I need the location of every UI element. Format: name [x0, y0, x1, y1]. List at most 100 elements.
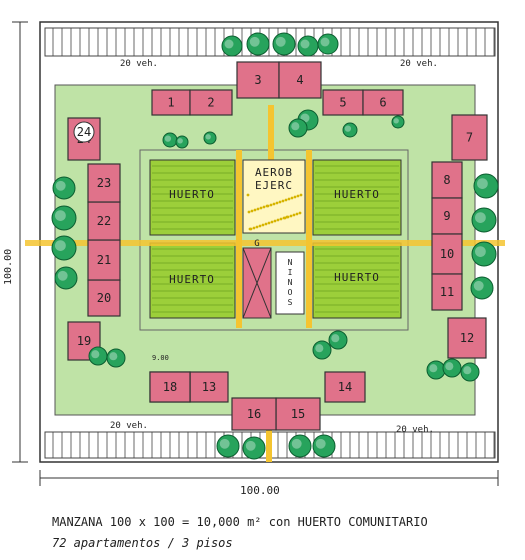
- apartment-block: [322, 89, 364, 116]
- plaza-dot: [295, 212, 299, 216]
- tree-canopy: [106, 348, 126, 368]
- apartment-block: [451, 114, 488, 161]
- tree-canopy: [471, 241, 497, 267]
- plaza-dot: [289, 214, 293, 218]
- tree-canopy: [288, 118, 308, 138]
- garden-label-sw: HUERTO: [169, 273, 215, 286]
- tree-highlight: [55, 180, 66, 191]
- apartment-block: [275, 397, 321, 431]
- tree-highlight: [315, 438, 326, 449]
- block-24-number: 24: [77, 125, 91, 139]
- plaza-dot: [287, 197, 291, 201]
- block-number: 5: [339, 96, 346, 110]
- plaza-dot: [275, 201, 279, 205]
- tree-highlight: [205, 134, 211, 140]
- tree-canopy: [470, 276, 494, 300]
- tree-highlight: [109, 352, 118, 361]
- aerobic-label: AEROB: [255, 166, 293, 179]
- tree-highlight: [249, 36, 260, 47]
- stair-label: G: [254, 239, 259, 249]
- parking-label-sw: 20 veh.: [110, 421, 148, 431]
- kids-letter-4: O: [288, 288, 293, 297]
- garden-rows: [152, 165, 399, 313]
- tree-canopy: [471, 207, 497, 233]
- tree-highlight: [219, 438, 230, 449]
- tree-highlight: [91, 350, 100, 359]
- plaza-dot: [250, 209, 254, 213]
- plaza-dots: [246, 193, 303, 231]
- plaza-dot: [267, 221, 271, 225]
- apartment-block: [87, 201, 121, 241]
- block-number: 16: [247, 407, 261, 421]
- tree-canopy: [342, 122, 358, 138]
- parking-label-ne: 20 veh.: [400, 59, 438, 69]
- kids-letter-2: I: [288, 268, 293, 277]
- tree-canopy: [288, 434, 312, 458]
- tree-canopy: [317, 33, 339, 55]
- plaza-dot: [272, 202, 276, 206]
- parking-label-se: 20 veh.: [396, 425, 434, 435]
- apartment-block: [431, 197, 463, 235]
- block-number: 8: [443, 173, 450, 187]
- tree-highlight: [331, 334, 340, 343]
- apartment-block: [87, 163, 121, 203]
- tree-highlight: [55, 240, 66, 252]
- plaza-dot: [247, 210, 251, 214]
- tree-canopy: [442, 358, 462, 378]
- tree-canopy: [312, 434, 336, 458]
- plaza-dot: [253, 208, 257, 212]
- plaza-dot: [293, 195, 297, 199]
- exercise-label: EJERC: [255, 179, 293, 192]
- block-24-marker: [73, 121, 95, 143]
- tree-highlight: [344, 125, 352, 132]
- tree-highlight: [315, 344, 324, 353]
- tree-canopy: [216, 434, 240, 458]
- plaza-dot: [296, 194, 300, 198]
- apartment-block: [324, 371, 366, 403]
- tree-highlight: [57, 270, 68, 281]
- block-number: 20: [97, 291, 111, 305]
- plaza-dot: [298, 211, 302, 215]
- garden-label-nw: HUERTO: [169, 188, 215, 201]
- tree-highlight: [320, 37, 330, 47]
- plaza-dot: [270, 220, 274, 224]
- tree-canopy: [175, 135, 189, 149]
- plaza-dot: [299, 193, 303, 197]
- block-number: 14: [338, 380, 352, 394]
- tree-canopy: [221, 35, 243, 57]
- tree-canopy: [473, 173, 499, 199]
- tree-highlight: [475, 212, 486, 224]
- plaza-dot: [248, 227, 252, 231]
- plaza-dot: [255, 225, 259, 229]
- tree-highlight: [445, 362, 454, 371]
- path-west-spine: [236, 150, 242, 328]
- apartment-block: [87, 279, 121, 317]
- path-south: [266, 420, 272, 462]
- block-number: 18: [163, 380, 177, 394]
- plaza-dot: [252, 226, 256, 230]
- plaza-dot: [256, 207, 260, 211]
- tree-highlight: [393, 118, 399, 124]
- apartment-blocks: 123456789101112131415161718192021222324: [67, 61, 488, 431]
- plaza-dot: [278, 200, 282, 204]
- block-number: 3: [254, 73, 261, 87]
- apartment-block: [447, 317, 487, 359]
- plaza-dot: [284, 198, 288, 202]
- apartment-block: [431, 273, 463, 311]
- apartment-block: [431, 233, 463, 275]
- apartment-block: [236, 61, 280, 99]
- apartment-block: [362, 89, 404, 116]
- tree-canopy: [460, 362, 480, 382]
- tree-canopy: [391, 115, 405, 129]
- tree-highlight: [429, 364, 438, 373]
- plaza-dot: [281, 199, 285, 203]
- dimension-side: 100.00: [3, 249, 14, 285]
- plaza-dot: [269, 203, 273, 207]
- block-number: 6: [379, 96, 386, 110]
- block-number: 1: [167, 96, 174, 110]
- block-number: 21: [97, 253, 111, 267]
- tree-highlight: [245, 440, 256, 451]
- apartment-block: [231, 397, 277, 431]
- block-number: 9: [443, 209, 450, 223]
